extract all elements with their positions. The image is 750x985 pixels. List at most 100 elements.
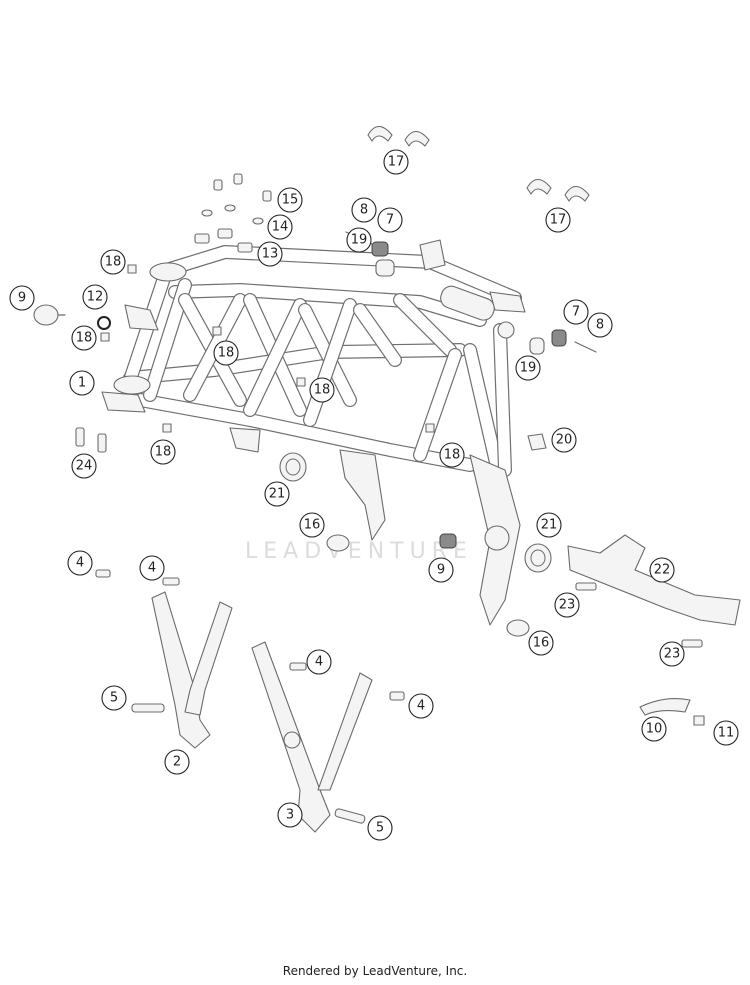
callout-c13: 13 (257, 241, 283, 267)
callout-c8b: 8 (587, 312, 613, 338)
callout-circle (257, 241, 283, 267)
callout-c18f: 18 (150, 439, 176, 465)
footrest-brackets (151, 591, 373, 833)
callout-c21a: 21 (264, 481, 290, 507)
callout-c18a: 18 (100, 249, 126, 275)
callout-c23b: 23 (659, 641, 685, 667)
callout-circle (264, 481, 290, 507)
callout-number: 14 (272, 220, 289, 235)
callout-number: 7 (386, 213, 394, 228)
callout-c4a: 4 (67, 550, 93, 576)
footer-credit: Rendered by LeadVenture, Inc. (282, 964, 468, 978)
callout-c17a: 17 (383, 149, 409, 175)
callout-circle (82, 284, 108, 310)
watermark-text: LEADVENTURE (245, 539, 473, 564)
callout-c5b: 5 (367, 815, 393, 841)
callout-c10: 10 (641, 716, 667, 742)
callout-number: 1 (78, 376, 86, 391)
callout-circle (309, 377, 335, 403)
callout-circle (659, 641, 685, 667)
callout-circle (69, 370, 95, 396)
callout-number: 24 (76, 459, 93, 474)
callout-circle (428, 557, 454, 583)
callout-number: 15 (282, 193, 299, 208)
callout-number: 8 (596, 318, 604, 333)
callout-number: 4 (315, 655, 323, 670)
callout-number: 18 (444, 448, 461, 463)
callout-number: 18 (218, 346, 235, 361)
callout-circle (277, 187, 303, 213)
callout-c9a: 9 (9, 285, 35, 311)
callout-circle (536, 512, 562, 538)
callout-circle (408, 693, 434, 719)
callout-number: 18 (314, 383, 331, 398)
callout-number: 17 (550, 213, 567, 228)
callout-c4c: 4 (306, 649, 332, 675)
callout-c16a: 16 (299, 512, 325, 538)
callout-number: 4 (76, 556, 84, 571)
callout-number: 23 (664, 647, 681, 662)
callout-c11: 11 (713, 720, 739, 746)
callout-c22: 22 (649, 557, 675, 583)
callout-number: 4 (148, 561, 156, 576)
callout-c14: 14 (267, 214, 293, 240)
callout-number: 9 (437, 563, 445, 578)
callout-circle (71, 453, 97, 479)
callout-circle (641, 716, 667, 742)
callout-circle (377, 207, 403, 233)
callout-circle (713, 720, 739, 746)
callout-number: 16 (304, 518, 321, 533)
callout-number: 11 (718, 726, 735, 741)
callout-number: 2 (173, 755, 181, 770)
callout-circle (306, 649, 332, 675)
callout-c24: 24 (71, 453, 97, 479)
callout-circle (545, 207, 571, 233)
callout-circle (367, 815, 393, 841)
callout-c5a: 5 (101, 685, 127, 711)
callout-circle (267, 214, 293, 240)
callout-circle (383, 149, 409, 175)
callout-number: 9 (18, 291, 26, 306)
callout-circle (351, 197, 377, 223)
callout-number: 22 (654, 563, 671, 578)
callout-number: 5 (376, 821, 384, 836)
callout-number: 17 (388, 155, 405, 170)
callout-circle (9, 285, 35, 311)
callout-circle (554, 592, 580, 618)
callout-c18d: 18 (309, 377, 335, 403)
callout-c18c: 18 (213, 340, 239, 366)
callout-circle (71, 325, 97, 351)
callout-number: 19 (520, 361, 537, 376)
callout-number: 16 (533, 636, 550, 651)
callout-circle (139, 555, 165, 581)
callout-number: 23 (559, 598, 576, 613)
callout-circle (515, 355, 541, 381)
callout-number: 10 (646, 722, 663, 737)
callout-c18e: 18 (439, 442, 465, 468)
callout-circle (528, 630, 554, 656)
callout-circle (439, 442, 465, 468)
callout-c3: 3 (277, 802, 303, 828)
callout-number: 21 (269, 487, 286, 502)
callout-number: 18 (155, 445, 172, 460)
callout-number: 21 (541, 518, 558, 533)
callout-circle (67, 550, 93, 576)
callout-number: 4 (417, 699, 425, 714)
callout-circle (150, 439, 176, 465)
callout-c20: 20 (551, 427, 577, 453)
callout-c17b: 17 (545, 207, 571, 233)
callout-circle (649, 557, 675, 583)
callout-c7a: 7 (377, 207, 403, 233)
callout-c7b: 7 (563, 299, 589, 325)
callout-c9b: 9 (428, 557, 454, 583)
callout-circle (164, 749, 190, 775)
callout-c15: 15 (277, 187, 303, 213)
callout-c8a: 8 (351, 197, 377, 223)
callout-c23a: 23 (554, 592, 580, 618)
callout-number: 20 (556, 433, 573, 448)
callout-number: 19 (351, 233, 368, 248)
callout-c21b: 21 (536, 512, 562, 538)
callout-number: 18 (105, 255, 122, 270)
